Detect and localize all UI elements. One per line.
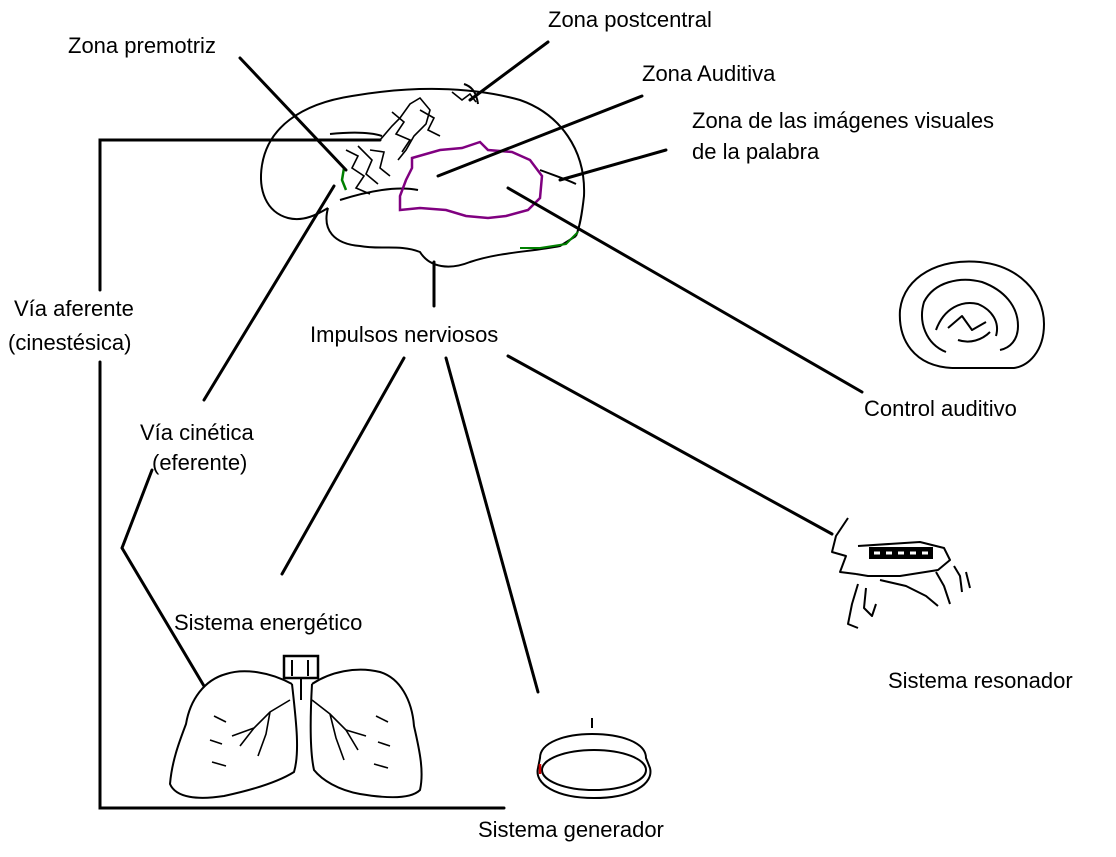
line-control-auditivo (508, 188, 862, 392)
label-zona-postcentral: Zona postcentral (548, 7, 712, 32)
label-zona-imagenes-line1: Zona de las imágenes visuales (692, 108, 994, 133)
lungs-icon (170, 656, 422, 798)
label-zona-premotriz: Zona premotriz (68, 33, 216, 58)
kinetic-pathway-upper (204, 186, 334, 400)
pointer-postcentral (470, 42, 548, 100)
label-via-cinetica-line1: Vía cinética (140, 420, 254, 445)
vocal-tract-icon (832, 518, 970, 628)
label-impulsos-nerviosos: Impulsos nerviosos (310, 322, 498, 347)
brain-icon (261, 84, 584, 267)
impulse-line-resonador (508, 356, 832, 534)
label-control-auditivo: Control auditivo (864, 396, 1017, 421)
label-sistema-resonador: Sistema resonador (888, 668, 1073, 693)
pointer-imagenes (560, 150, 666, 180)
larynx-icon (538, 718, 651, 798)
kinetic-pathway-lower (122, 470, 204, 686)
label-sistema-generador: Sistema generador (478, 817, 664, 842)
label-zona-auditiva: Zona Auditiva (642, 61, 776, 86)
label-zona-imagenes-line2: de la palabra (692, 139, 820, 164)
label-via-cinetica-line2: (eferente) (152, 450, 247, 475)
label-via-aferente-line1: Vía aferente (14, 296, 134, 321)
pointer-premotriz (240, 58, 346, 170)
impulse-line-energetico (282, 358, 404, 574)
impulse-line-generador (446, 358, 538, 692)
label-sistema-energetico: Sistema energético (174, 610, 362, 635)
ear-icon (900, 261, 1044, 368)
label-via-aferente-line2: (cinestésica) (8, 330, 131, 355)
